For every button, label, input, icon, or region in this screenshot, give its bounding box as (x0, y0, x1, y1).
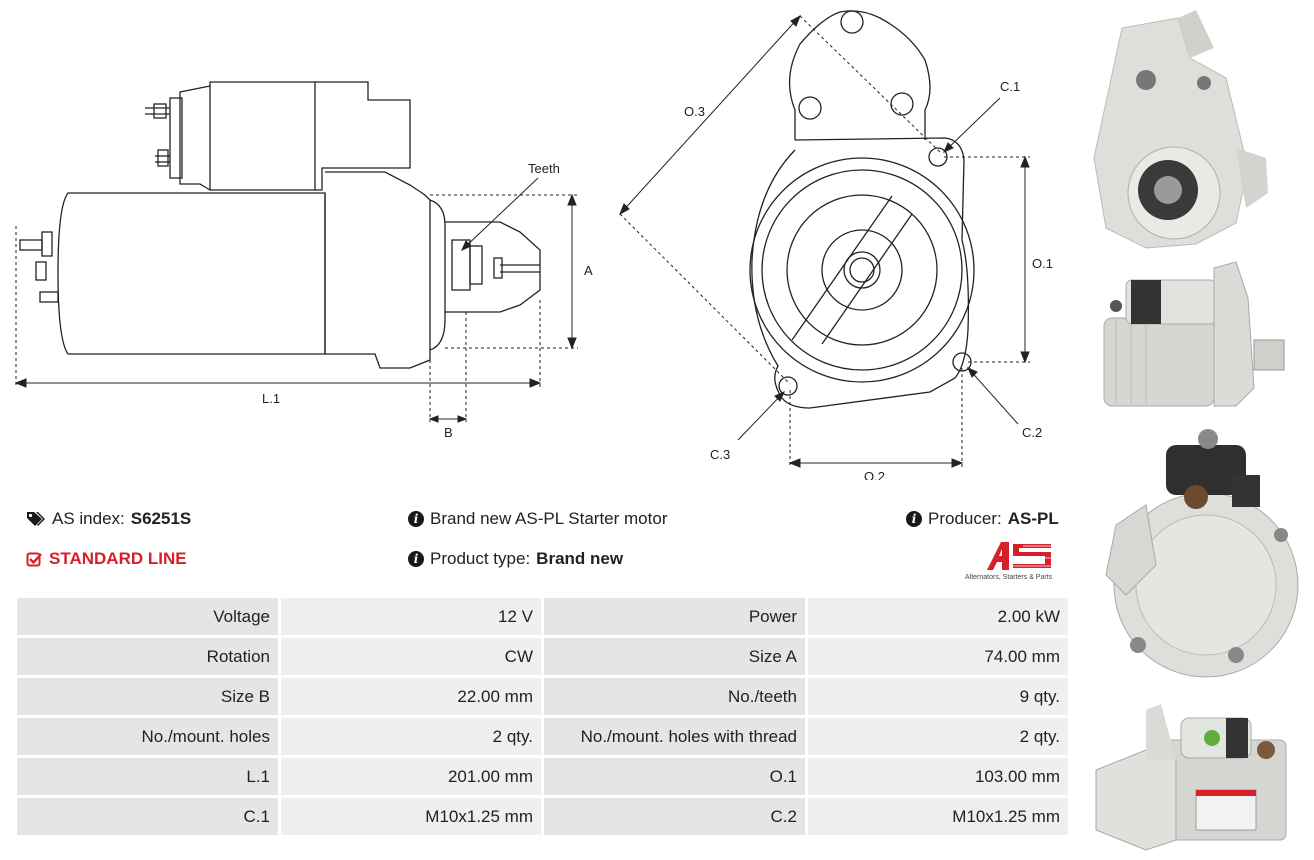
spec-label: No./mount. holes with thread (541, 715, 808, 758)
spec-value: 201.00 mm (278, 755, 544, 798)
logo-tagline: Alternators, Starters & Parts (965, 574, 1053, 581)
spec-label: C.1 (14, 795, 281, 838)
info-circle-icon: i (408, 551, 424, 567)
label-b: B (444, 425, 453, 440)
photo-rear-view (1105, 429, 1299, 678)
info-circle-icon: i (408, 511, 424, 527)
label-a: A (584, 263, 593, 278)
product-type-value: Brand new (536, 549, 624, 568)
tags-icon (27, 512, 45, 526)
label-c1: C.1 (1000, 79, 1020, 94)
product-type: i Product type: Brand new (408, 549, 623, 569)
producer: i Producer: AS-PL (906, 509, 1059, 529)
label-c2: C.2 (1022, 425, 1042, 440)
spec-label: Size B (14, 675, 281, 718)
as-index-value: S6251S (130, 509, 192, 528)
spec-label: No./teeth (541, 675, 808, 718)
spec-value: M10x1.25 mm (805, 795, 1071, 838)
as-logo-icon (987, 542, 1051, 570)
spec-label: Size A (541, 635, 808, 678)
spec-label: No./mount. holes (14, 715, 281, 758)
spec-label: Voltage (14, 595, 281, 638)
spec-value: CW (278, 635, 544, 678)
photo-side-view (1103, 261, 1285, 407)
label-teeth: Teeth (528, 161, 560, 176)
spec-value: 2 qty. (805, 715, 1071, 758)
label-o2: O.2 (864, 469, 885, 480)
product-photos (1086, 0, 1314, 860)
spec-label: O.1 (541, 755, 808, 798)
photo-label-view (1095, 704, 1287, 851)
spec-value: 103.00 mm (805, 755, 1071, 798)
check-square-icon (26, 552, 42, 566)
label-l1: L.1 (262, 391, 280, 406)
producer-label: Producer: (928, 509, 1002, 528)
spec-value: 12 V (278, 595, 544, 638)
standard-line: STANDARD LINE (26, 549, 187, 569)
description-text: Brand new AS-PL Starter motor (430, 509, 668, 528)
info-circle-icon: i (906, 511, 922, 527)
technical-drawing: Teeth A B L.1 O.3 C.1 O.1 C.2 C.3 O.2 (14, 10, 1053, 480)
spec-label: L.1 (14, 755, 281, 798)
as-pl-logo: Alternators, Starters & Parts (965, 538, 1069, 584)
producer-value: AS-PL (1007, 509, 1059, 528)
spec-value: 2 qty. (278, 715, 544, 758)
product-type-label: Product type: (430, 549, 531, 568)
spec-label: C.2 (541, 795, 808, 838)
spec-value: M10x1.25 mm (278, 795, 544, 838)
spec-value: 22.00 mm (278, 675, 544, 718)
label-c3: C.3 (710, 447, 730, 462)
description: i Brand new AS-PL Starter motor (408, 509, 667, 529)
spec-value: 74.00 mm (805, 635, 1071, 678)
spec-label: Power (541, 595, 808, 638)
label-o1: O.1 (1032, 256, 1053, 271)
as-index: AS index: S6251S (26, 509, 191, 529)
as-index-label: AS index: (52, 509, 125, 528)
spec-value: 9 qty. (805, 675, 1071, 718)
standard-line-label: STANDARD LINE (49, 549, 187, 568)
photo-front-angle (1093, 10, 1268, 249)
spec-label: Rotation (14, 635, 281, 678)
label-o3: O.3 (684, 104, 705, 119)
spec-value: 2.00 kW (805, 595, 1071, 638)
